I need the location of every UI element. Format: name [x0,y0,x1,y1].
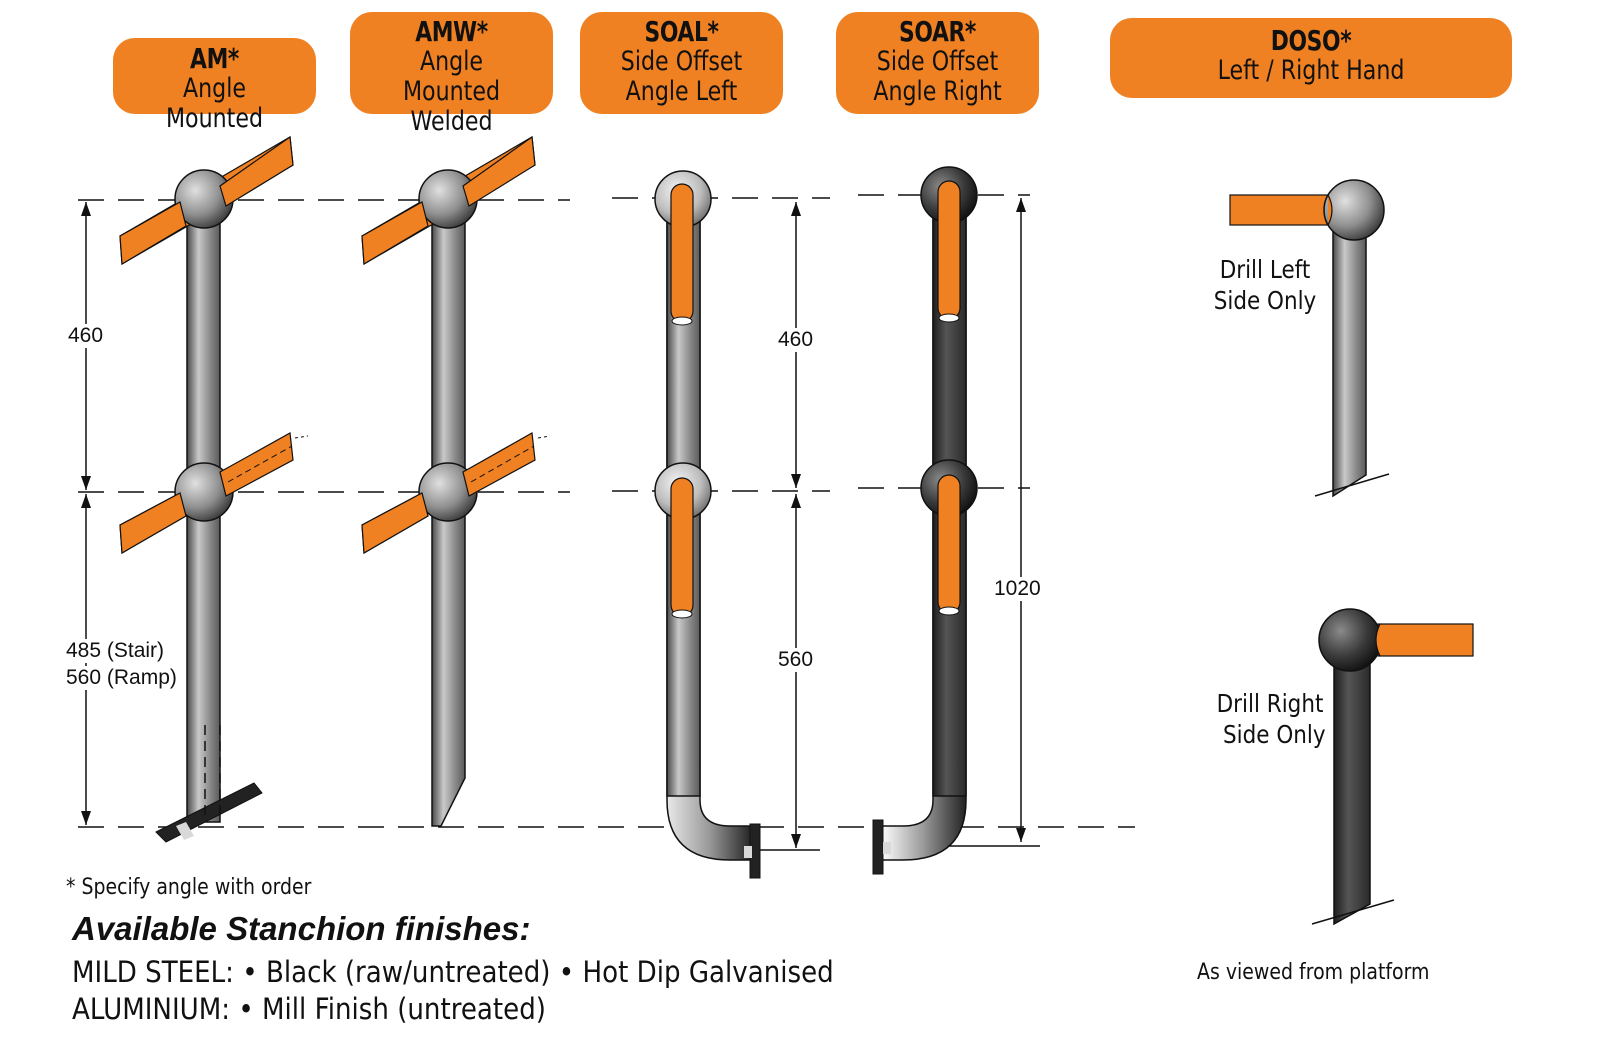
header-doso-code: DOSO* [1270,24,1352,57]
am-stanchion [81,135,309,843]
header-am: AM* Angle Mounted [113,38,316,134]
header-amw-code: AMW* [415,15,488,48]
header-soar-line1: Side Offset [876,46,999,77]
viewed-from-platform-note: As viewed from platform [1197,960,1430,985]
finishes-title: Available Stanchion finishes: [72,910,531,947]
dim-am-lower-ramp: 560 (Ramp) [66,666,177,690]
dim-am-upper: 460 [68,324,104,348]
soar-stanchion [872,166,1040,875]
header-doso-line1: Left / Right Hand [1217,55,1405,86]
header-amw-line1: Angle Mounted [402,46,501,107]
dim-soal-lower: 560 [778,648,814,672]
drill-right-label: Drill Right Side Only [1210,688,1330,750]
header-soal-code: SOAL* [644,15,719,48]
dim-am-lower-stair: 485 (Stair) [66,639,165,663]
header-soal-line1: Side Offset [620,46,743,77]
finish-aluminium: ALUMINIUM: • Mill Finish (untreated) [72,992,546,1026]
dim-soal-upper: 460 [778,328,814,352]
dim-soar-total: 1020 [994,577,1041,601]
drill-left-line2: Side Only [1213,286,1317,315]
footnote-specify-angle: * Specify angle with order [66,875,312,900]
doso-drill-left [1229,179,1390,498]
drill-left-line1: Drill Left [1219,255,1311,284]
header-amw: AMW* Angle Mounted Welded [350,12,553,137]
header-soal-line2: Angle Left [625,76,738,107]
drill-right-line1: Drill Right [1216,689,1324,718]
header-soar-code: SOAR* [899,15,976,48]
header-am-line1: Angle Mounted [165,73,264,134]
header-soar-line2: Angle Right [873,76,1002,107]
doso-drill-right [1311,608,1474,926]
header-doso: DOSO* Left / Right Hand [1110,18,1512,98]
amw-stanchion [361,135,551,827]
drill-left-label: Drill Left Side Only [1209,254,1321,316]
header-soal: SOAL* Side Offset Angle Left [580,12,783,114]
drill-right-line2: Side Only [1223,720,1326,749]
finish-mild-steel: MILD STEEL: • Black (raw/untreated) • Ho… [72,955,834,989]
header-amw-line2: Welded [410,106,493,137]
header-am-code: AM* [190,42,239,75]
reference-lines [78,194,1135,828]
soal-stanchion [654,170,820,879]
header-soar: SOAR* Side Offset Angle Right [836,12,1039,114]
